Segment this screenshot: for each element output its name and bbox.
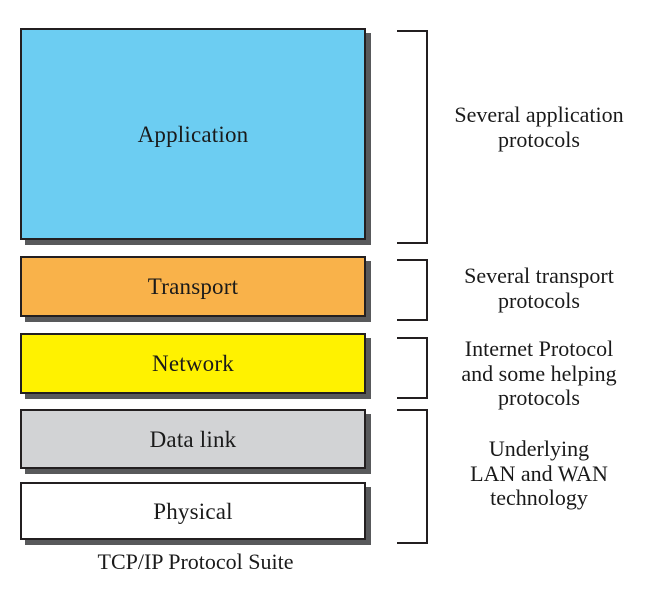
diagram-caption: TCP/IP Protocol Suite [97,549,294,574]
application-note: Several application protocols [433,102,645,152]
layer-label-application: Application [137,121,249,147]
network-note-line-3: protocols [498,385,580,411]
underlying-note: Underlying LAN and WAN technology [433,436,645,511]
application-note-line-1: Several application [454,102,624,127]
layer-box-data-link[interactable]: Data link [20,409,366,469]
network-note-line-2: and some helping [461,360,617,386]
application-note-line-2: protocols [498,126,580,152]
layer-box-physical[interactable]: Physical [20,482,366,540]
transport-note-line-1: Several transport [464,263,614,288]
layer-label-physical: Physical [153,498,233,524]
transport-bracket [397,259,428,321]
underlying-bracket [397,409,428,544]
underlying-note-line-1: Underlying [488,436,590,461]
transport-note: Several transport protocols [433,263,645,313]
layer-box-transport[interactable]: Transport [20,256,366,317]
underlying-note-line-3: technology [490,485,588,511]
layer-label-data-link: Data link [149,426,237,452]
network-note: Internet Protocol and some helping proto… [433,336,645,411]
layer-label-network: Network [152,351,234,376]
underlying-note-line-2: LAN and WAN [470,460,608,486]
network-note-line-1: Internet Protocol [464,336,614,361]
application-bracket [397,30,428,244]
transport-note-line-2: protocols [498,287,580,313]
layer-box-application[interactable]: Application [20,28,366,240]
layer-box-network[interactable]: Network [20,333,366,394]
network-bracket [397,337,428,399]
layer-label-transport: Transport [147,274,239,299]
